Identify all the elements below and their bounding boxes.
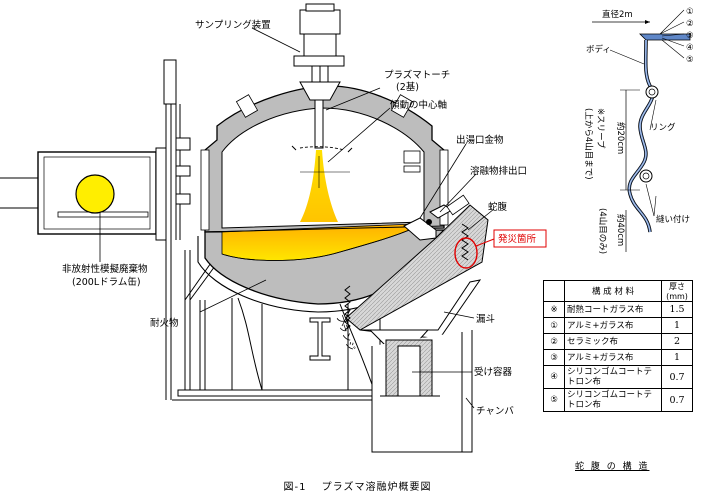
figure-caption: 図-1 プラズマ溶融炉概要図 [283,482,432,493]
chamber [371,330,473,453]
label-seam: 縫い付け [656,214,690,225]
table-caption: 蛇 腹 の 構 造 [575,462,650,472]
ring-icon [645,85,659,99]
row-thickness: 2 [661,333,693,350]
fire-spot-marker [454,237,478,269]
row-thickness: 1 [661,317,693,334]
row-thickness: 0.7 [661,388,693,412]
bellows-detail [592,9,691,252]
row-mark: ① [543,317,565,334]
layer-5: ⑤ [686,55,694,65]
label-refractory: 耐火物 [150,317,179,329]
label-receiver: 受け容器 [474,366,513,378]
label-fourth-peak: (4山目のみ) [597,208,608,254]
label-funnel: 漏斗 [476,313,495,325]
layer-1: ① [686,7,694,17]
label-pitch-20: 約20cm [615,122,626,154]
label-body: ボディ [586,44,611,55]
table-header-row: 構 成 材 料 厚さ(mm) [543,280,693,302]
table-row: ⑤ シリコンゴムコートテトロン布 0.7 [543,388,693,412]
sampling-device [293,3,345,101]
row-thickness: 0.7 [661,365,693,389]
label-chamber: チャンバ [476,406,514,417]
table-header-thickness: 厚さ(mm) [661,280,693,302]
row-mark: ③ [543,349,565,366]
label-tilt-axis: 傾動の中心軸 [390,99,447,111]
label-torch-count: (2基) [396,81,419,93]
label-waste: 非放射性模擬廃棄物 [62,263,148,275]
label-sleeve: ※スリーブ [595,108,606,149]
waste-feeder [0,147,167,241]
label-torch: プラズマトーチ [384,69,450,81]
label-ring: リング [650,122,676,133]
table-header-material: 構 成 材 料 [564,280,662,302]
leader-lines [99,27,495,409]
table-row: ※ 耐熱コートガラス布 1.5 [543,301,693,318]
label-sleeve-range: (上から4山目まで) [583,108,594,180]
row-mark: ④ [543,365,565,389]
table-row: ③ アルミ+ガラス布 1 [543,349,693,366]
table-row: ① アルミ+ガラス布 1 [543,317,693,334]
row-material: アルミ+ガラス布 [564,317,662,334]
row-thickness: 1.5 [661,301,693,318]
label-tap-hole: 出湯口金物 [456,134,504,146]
row-mark: ② [543,333,565,350]
layer-3: ③ [686,31,694,41]
layer-4: ④ [686,43,694,53]
support-frame [163,59,390,401]
plasma-torch [291,99,353,222]
row-material: アルミ+ガラス布 [564,349,662,366]
label-diameter: 直径2m [602,9,633,20]
materials-table: 構 成 材 料 厚さ(mm) ※ 耐熱コートガラス布 1.5 ① アルミ+ガラス… [543,280,693,412]
flange-post [309,317,331,361]
row-material: セラミック布 [564,333,662,350]
label-sampling: サンプリング装置 [195,19,271,31]
layer-2: ② [686,19,694,29]
row-thickness: 1 [661,349,693,366]
table-row: ② セラミック布 2 [543,333,693,350]
label-drum: (200Lドラム缶) [72,276,141,288]
table-header-mark [543,280,565,302]
row-material: シリコンゴムコートテトロン布 [564,365,662,389]
label-melt-outlet: 溶融物排出口 [470,165,527,177]
row-mark: ⑤ [543,388,565,412]
row-mark: ※ [543,301,565,318]
row-material: 耐熱コートガラス布 [564,301,662,318]
label-fire-spot: 発災箇所 [498,233,537,245]
table-row: ④ シリコンゴムコートテトロン布 0.7 [543,365,693,389]
label-pitch-40: 約40cm [615,214,626,246]
label-bellows: 蛇腹 [488,201,508,213]
bellows-pleats [344,223,469,331]
waste-drum-icon [75,174,115,214]
row-material: シリコンゴムコートテトロン布 [564,388,662,412]
